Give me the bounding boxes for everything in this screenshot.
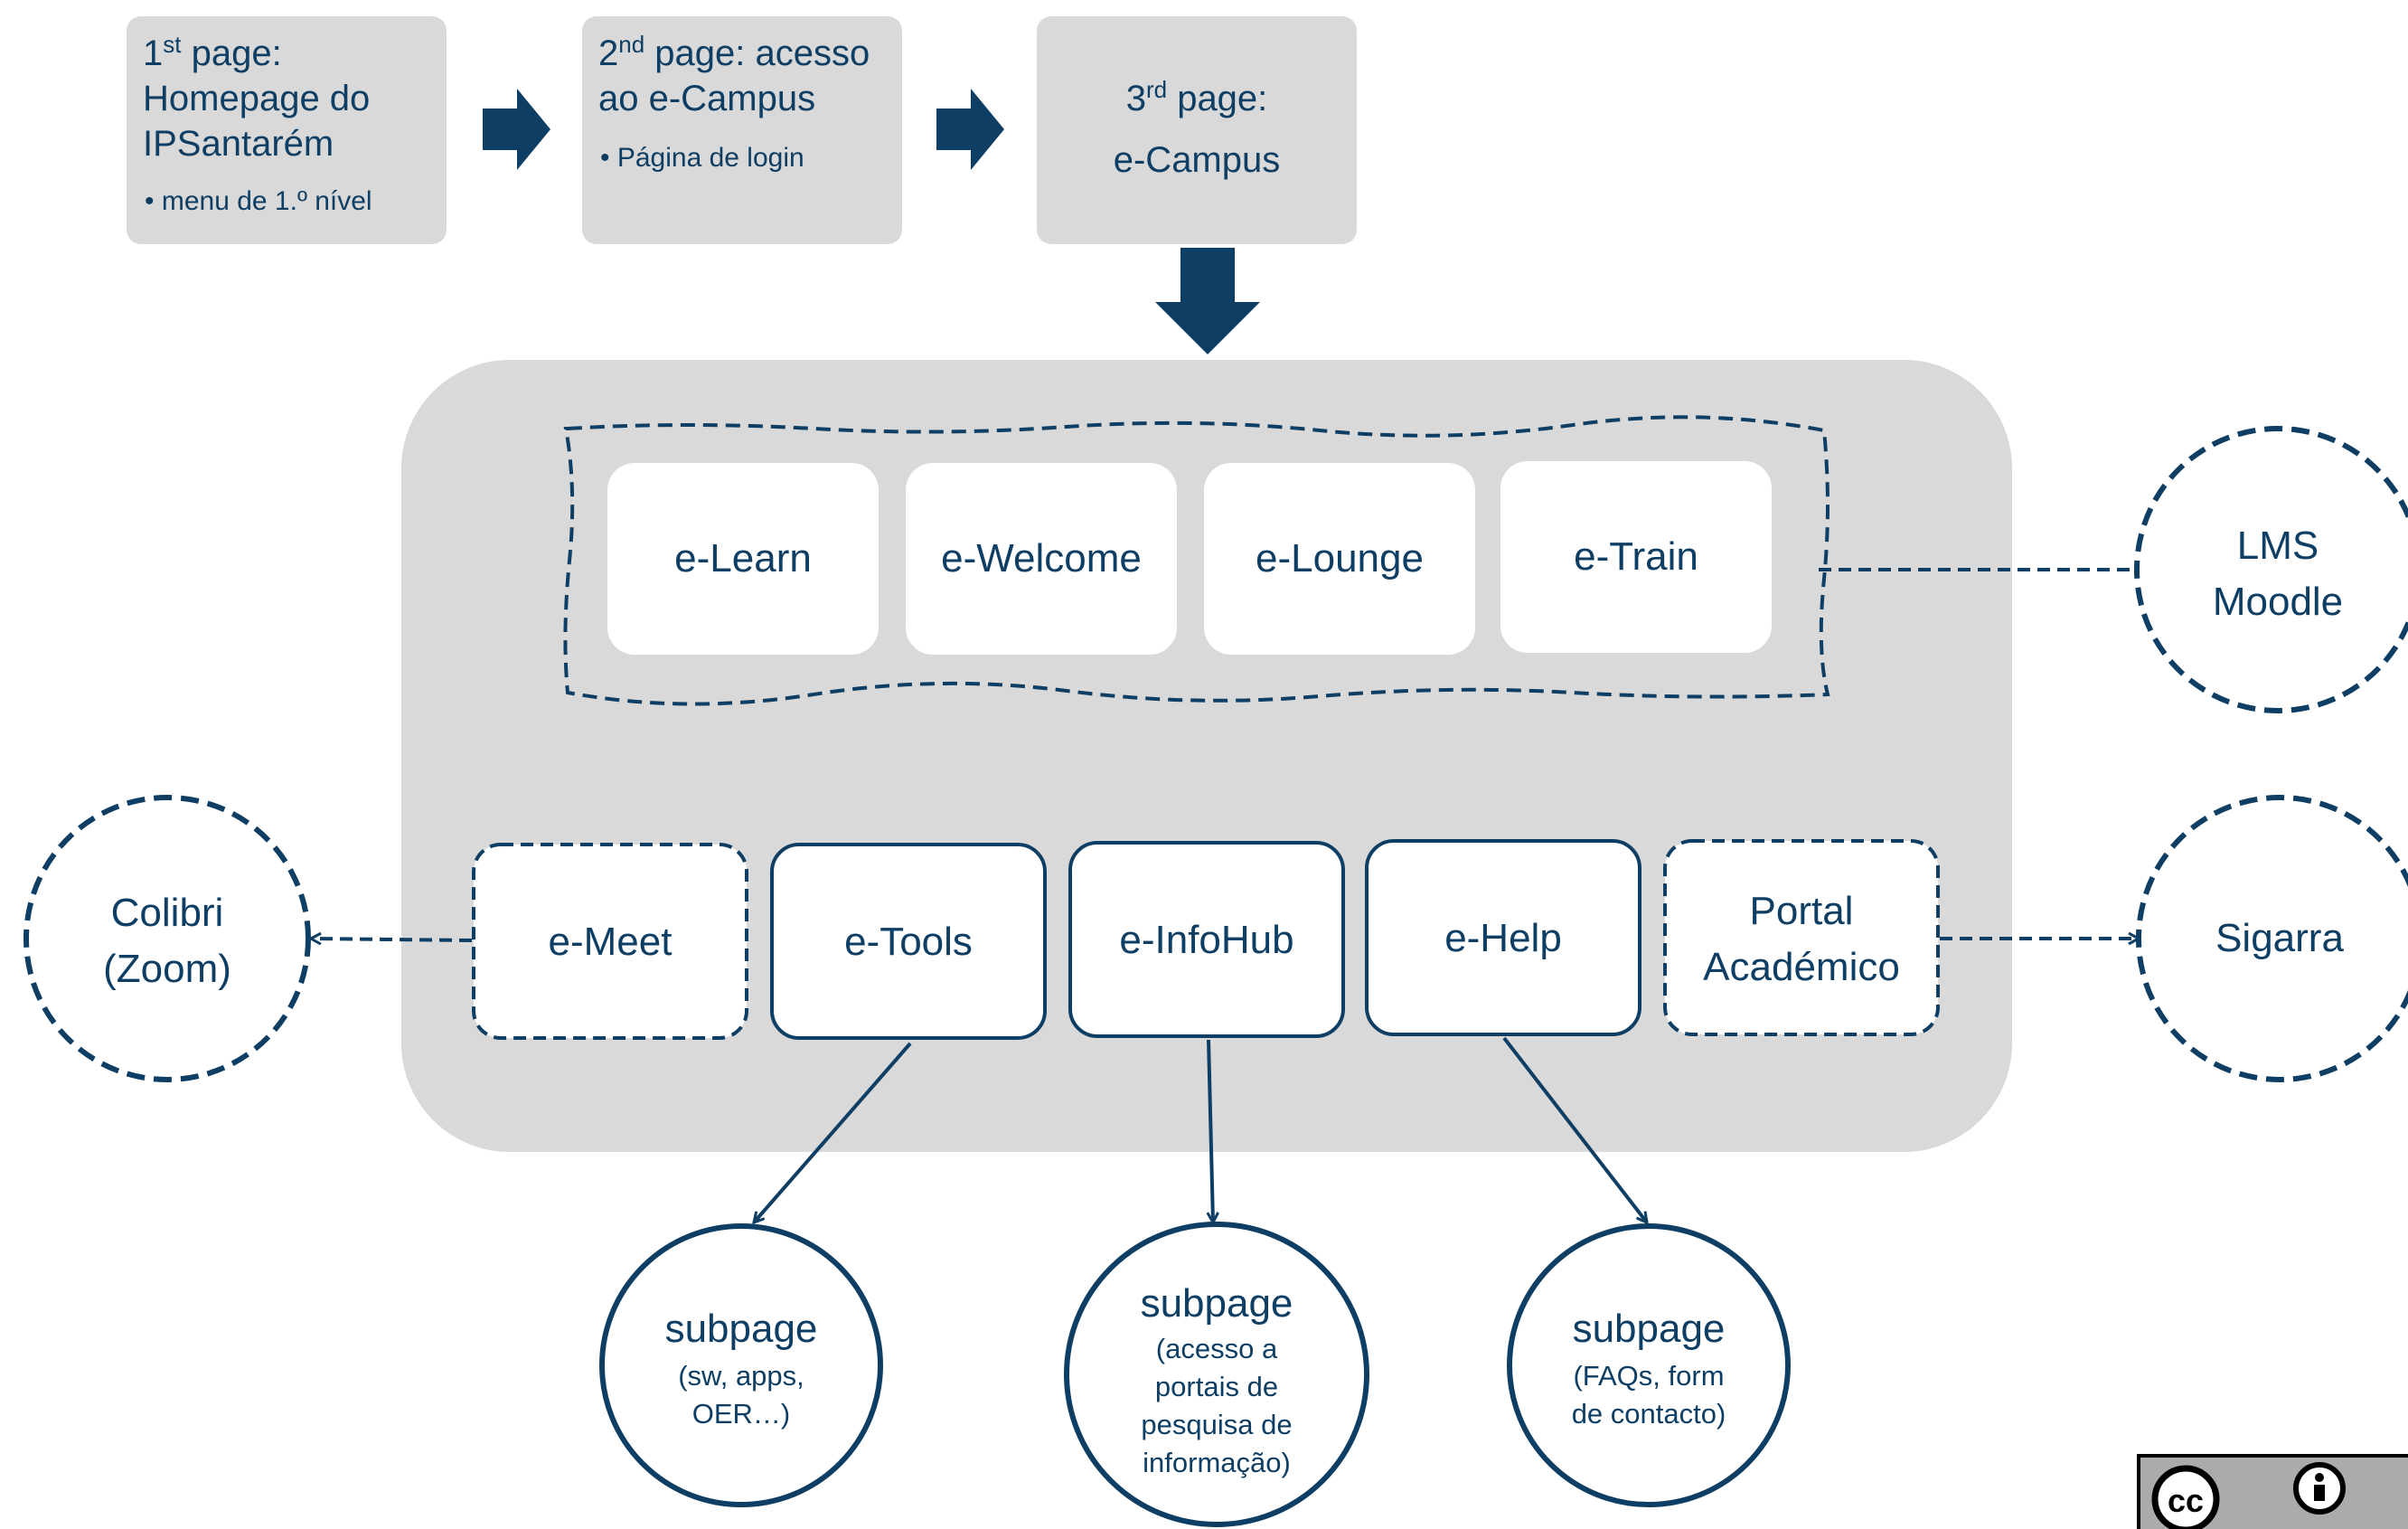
lms-item-label: e-Lounge: [1256, 536, 1424, 580]
lms-item-e-learn[interactable]: e-Learn: [607, 463, 879, 655]
page2-box: 2nd page: acesso ao e-Campus • Página de…: [582, 16, 902, 244]
page1-box: 1st page: Homepage do IPSantarém • menu …: [127, 16, 447, 244]
subpage-desc: pesquisa de: [1141, 1409, 1292, 1440]
service-portal-academico[interactable]: Portal Académico: [1663, 839, 1940, 1036]
service-label: e-Help: [1444, 916, 1562, 960]
sigarra-node[interactable]: Sigarra: [2136, 795, 2408, 1082]
subpage-desc: (FAQs, form: [1573, 1360, 1724, 1392]
colibri-node[interactable]: Colibri (Zoom): [24, 795, 311, 1082]
lms-item-label: e-Welcome: [941, 536, 1142, 580]
colibri-connector: [311, 939, 473, 940]
sigarra-line1: Sigarra: [2215, 916, 2344, 960]
page1-line2: Homepage do: [143, 79, 370, 118]
lms-item-e-welcome[interactable]: e-Welcome: [906, 463, 1177, 655]
subpage-tools[interactable]: subpage (sw, apps, OER…): [599, 1223, 883, 1507]
lms-item-e-train[interactable]: e-Train: [1500, 461, 1772, 653]
service-label: e-Tools: [844, 920, 973, 964]
service-label: e-Meet: [549, 920, 673, 964]
arrow-right-icon: [483, 89, 550, 170]
page1-line3: IPSantarém: [143, 124, 334, 164]
subpage-desc: portais de: [1155, 1371, 1278, 1402]
lms-item-label: e-Train: [1574, 534, 1698, 579]
help-subpage-arrow: [1502, 1036, 1647, 1222]
tools-subpage-arrow: [754, 1042, 912, 1222]
cc-license-badge[interactable]: cc: [2137, 1454, 2408, 1529]
subpage-title: subpage: [1573, 1307, 1726, 1351]
subpage-desc: de contacto): [1572, 1398, 1726, 1430]
subpage-title: subpage: [665, 1307, 818, 1351]
page1-title: 1st page:: [143, 31, 282, 73]
arrow-right-icon: [936, 89, 1004, 170]
page3-box: 3rd page: e-Campus: [1037, 16, 1357, 244]
portal-line1: Portal: [1750, 889, 1854, 933]
subpage-title: subpage: [1141, 1281, 1293, 1326]
subpage-desc: (sw, apps,: [678, 1360, 804, 1392]
page2-line2: ao e-Campus: [598, 79, 815, 118]
service-e-infohub[interactable]: e-InfoHub: [1068, 841, 1345, 1038]
lms-moodle-node[interactable]: LMS Moodle: [2134, 426, 2408, 713]
portal-line2: Académico: [1703, 945, 1900, 989]
lms-item-label: e-Learn: [674, 536, 812, 580]
service-label: e-InfoHub: [1119, 918, 1293, 962]
lms-moodle-line1: LMS: [2237, 524, 2319, 568]
subpage-desc: (acesso a: [1156, 1333, 1278, 1364]
lms-moodle-line2: Moodle: [2213, 580, 2343, 624]
page1-bullet: • menu de 1.º nível: [145, 186, 372, 216]
infohub-subpage-arrow: [1209, 1039, 1213, 1222]
attribution-icon: [2293, 1462, 2346, 1515]
service-e-tools[interactable]: e-Tools: [770, 843, 1047, 1040]
cc-icon: cc: [2151, 1465, 2220, 1529]
svg-text:cc: cc: [2168, 1482, 2204, 1519]
service-e-meet[interactable]: e-Meet: [472, 843, 748, 1040]
page3-line2: e-Campus: [1114, 140, 1281, 180]
service-e-help[interactable]: e-Help: [1365, 839, 1641, 1036]
lms-item-e-lounge[interactable]: e-Lounge: [1204, 463, 1475, 655]
colibri-line1: Colibri: [111, 891, 224, 935]
subpage-desc: OER…): [692, 1398, 791, 1430]
subpage-desc: informação): [1143, 1447, 1291, 1478]
subpage-infohub[interactable]: subpage (acesso a portais de pesquisa de…: [1064, 1222, 1369, 1527]
page3-title: 3rd page:: [1126, 76, 1268, 118]
subpage-help[interactable]: subpage (FAQs, form de contacto): [1507, 1223, 1791, 1507]
colibri-line2: (Zoom): [103, 947, 231, 991]
arrow-down-icon: [1155, 248, 1260, 354]
page2-title: 2nd page: acesso: [598, 31, 870, 73]
lms-group-outline: [563, 415, 1830, 706]
page2-bullet: • Página de login: [600, 143, 804, 173]
